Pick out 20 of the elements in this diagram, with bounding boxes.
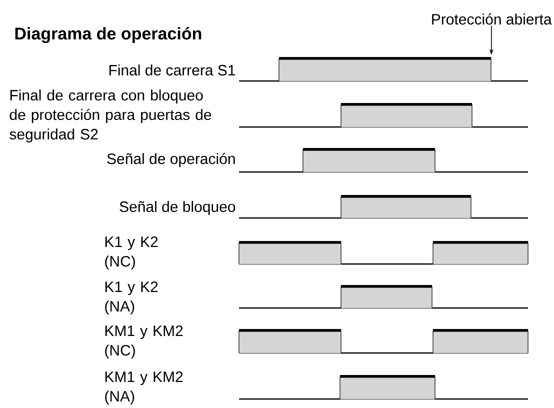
signal-label: KM1 y KM2 (NA) [105, 371, 183, 405]
signal-label: Señal de operación [107, 152, 235, 168]
pulse-bar [278, 57, 492, 82]
pulse-bar [302, 148, 436, 172]
diagram-title: Diagrama de operación [15, 26, 202, 44]
callout-text: Protección abierta [432, 13, 552, 25]
pulse-bar [340, 103, 472, 128]
pulse-bar [432, 329, 528, 354]
pulse-bar [340, 285, 432, 308]
signal-label: KM1 y KM2 (NC) [105, 325, 183, 359]
signal-label: K1 y K2 (NA) [105, 281, 158, 315]
signal-label: Final de carrera con bloqueo de protección para puertas de seguridad S2 [10, 90, 212, 142]
pulse-bar [340, 375, 436, 400]
pulse-bar [238, 241, 342, 264]
pulse-bar [238, 329, 342, 354]
signal-label: Señal de bloqueo [120, 201, 236, 215]
pulse-bar [432, 241, 528, 264]
pulse-bar [340, 195, 472, 218]
signal-label: K1 y K2 (NC) [105, 236, 158, 270]
signal-label: Final de carrera S1 [109, 64, 236, 76]
